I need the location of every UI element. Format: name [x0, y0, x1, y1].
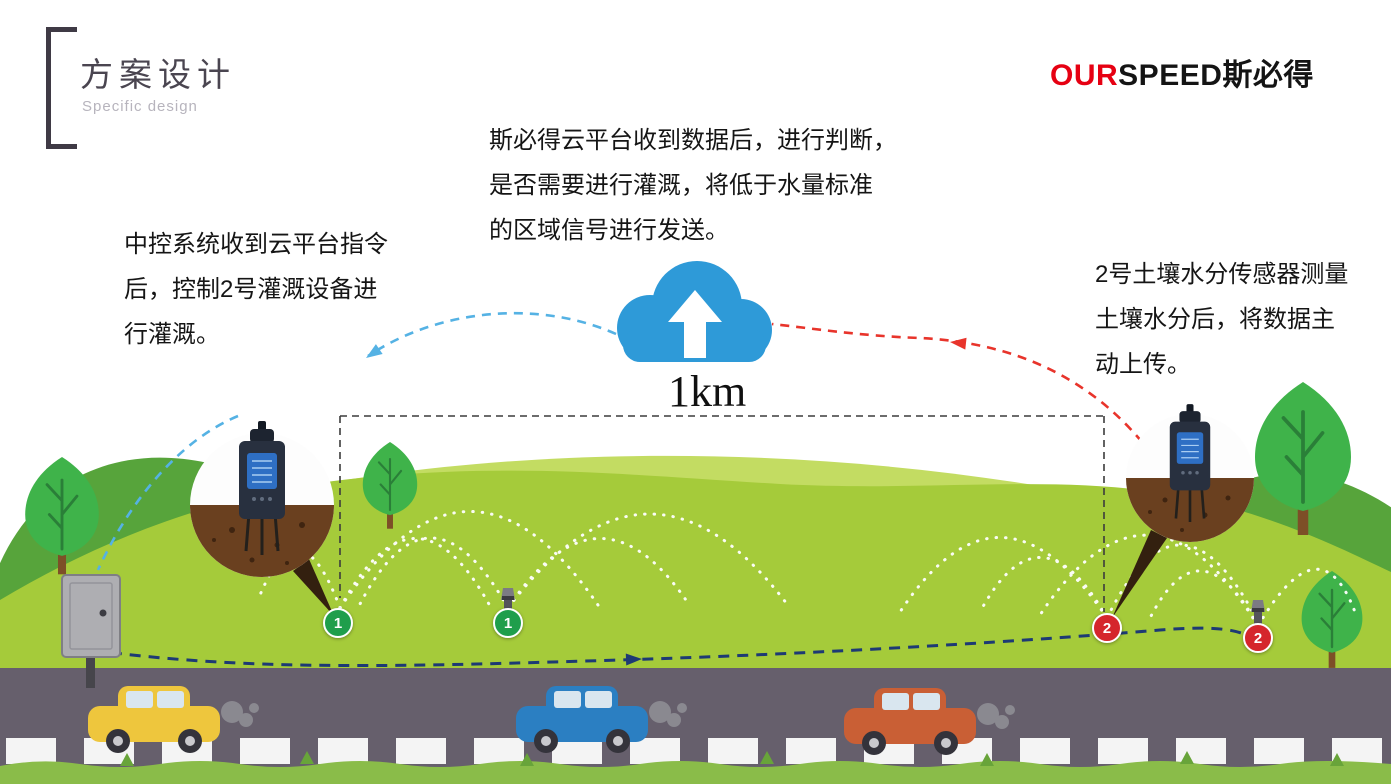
page-title: 方案设计 — [80, 58, 236, 94]
cloud-annotation-line: 的区域信号进行发送。 — [489, 217, 729, 244]
soil-sensor-device — [1168, 402, 1212, 524]
arrow-ground-control-line — [91, 626, 1255, 668]
control-cabinet — [61, 574, 121, 688]
marker-sprinkler-1: 1 — [493, 608, 523, 638]
title-bracket-decoration — [46, 27, 77, 149]
upload-arrow-icon — [668, 290, 722, 358]
brand-logo: OURSPEED斯必得 — [1050, 50, 1314, 94]
grass-strip — [0, 751, 1391, 784]
sensor-annotation-line: 动上传。 — [1095, 351, 1191, 378]
marker-sprinkler-2: 2 — [1243, 623, 1273, 653]
brand-logo-speed: SPEED — [1118, 59, 1223, 92]
cloud-annotation-line: 是否需要进行灌溉，将低于水量标准 — [489, 172, 873, 199]
soil-callout-right — [1112, 402, 1254, 618]
marker-sensor-2: 2 — [1092, 613, 1122, 643]
sensor-annotation-line: 土壤水分后，将数据主 — [1095, 306, 1335, 333]
controller-annotation-line: 行灌溉。 — [124, 321, 220, 348]
distance-label: 1km — [656, 370, 759, 414]
distance-bracket-lines — [339, 415, 1105, 612]
brand-logo-our: OUR — [1050, 59, 1119, 92]
controller-annotation-line: 中控系统收到云平台指令 — [124, 231, 388, 258]
page-subtitle: Specific design — [82, 98, 198, 115]
road-stripes — [6, 738, 1382, 764]
soil-callout-left — [190, 419, 334, 616]
soil-sensor-device — [237, 419, 287, 557]
cloud-upload-icon — [617, 261, 772, 362]
cloud-annotation-line: 斯必得云平台收到数据后，进行判断， — [489, 127, 897, 154]
marker-sensor-1: 1 — [323, 608, 353, 638]
arrow-cloud-to-controller — [96, 311, 617, 571]
cloud-annotation: 斯必得云平台收到数据后，进行判断， 是否需要进行灌溉，将低于水量标准 的区域信号… — [489, 118, 897, 253]
main-field — [0, 470, 1391, 700]
controller-annotation-line: 后，控制2号灌溉设备进 — [124, 276, 378, 303]
sensor-annotation-line: 2号土壤水分传感器测量 — [1095, 261, 1349, 288]
controller-annotation: 中控系统收到云平台指令 后，控制2号灌溉设备进 行灌溉。 — [124, 222, 388, 357]
arrow-sensor-to-cloud — [771, 322, 1143, 443]
sensor-annotation: 2号土壤水分传感器测量 土壤水分后，将数据主 动上传。 — [1095, 252, 1348, 387]
brand-logo-cn: 斯必得 — [1222, 59, 1314, 92]
